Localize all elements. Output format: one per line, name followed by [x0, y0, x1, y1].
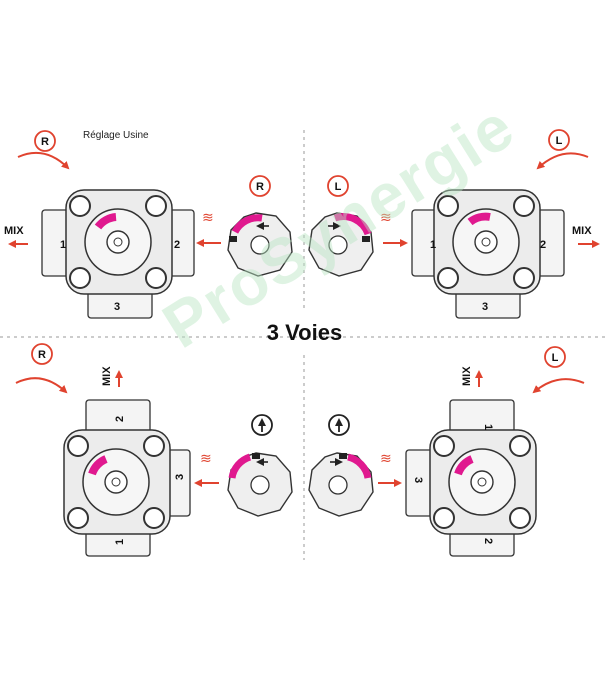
valve-bottom-right: 1 3 2: [405, 399, 537, 557]
knob-top-left: [227, 212, 293, 277]
svg-text:1: 1: [430, 239, 436, 251]
mix-label: MIX: [4, 225, 24, 237]
svg-text:1: 1: [60, 239, 66, 251]
valve-top-right: 1 2 3: [411, 189, 565, 319]
curved-arrow-right-icon: [17, 151, 70, 170]
curved-arrow-left-icon: [536, 152, 589, 170]
svg-text:3: 3: [482, 301, 488, 313]
page-title: 3 Voies: [266, 320, 343, 345]
svg-text:1: 1: [114, 539, 126, 545]
mix-label: MIX: [461, 366, 473, 386]
heat-waves-icon: ≋: [380, 450, 392, 466]
svg-text:3: 3: [114, 301, 120, 313]
knob-bottom-left: [227, 452, 293, 517]
mix-label: MIX: [572, 225, 592, 237]
rotation-label: R: [256, 181, 264, 193]
knob-bottom-right: [308, 452, 374, 517]
rotation-label: L: [335, 181, 342, 193]
svg-text:2: 2: [540, 239, 546, 251]
svg-text:3: 3: [412, 477, 424, 483]
arrow-up-icon: [328, 414, 350, 436]
svg-text:1: 1: [482, 424, 494, 430]
svg-text:2: 2: [482, 538, 494, 544]
rotation-badge-l-bottom-right: L: [532, 346, 585, 394]
rotation-badge-l-top-right: L: [536, 129, 589, 170]
heat-waves-icon: ≋: [200, 450, 212, 466]
rotation-label: R: [41, 136, 49, 148]
rotation-badge-l-knob: L: [327, 175, 349, 197]
rotation-label: L: [556, 135, 563, 147]
mix-label: MIX: [101, 366, 113, 386]
knob-top-right: [308, 212, 374, 277]
valve-top-left: 1 2 3: [41, 189, 195, 319]
heat-waves-icon: ≋: [380, 209, 392, 225]
svg-text:2: 2: [114, 416, 126, 422]
svg-text:2: 2: [174, 239, 180, 251]
rotation-label: L: [552, 352, 559, 364]
curved-arrow-right-icon: [15, 377, 68, 394]
rotation-badge-r-top-left: R: [17, 130, 70, 170]
valve-bottom-left: 2 3 1: [63, 399, 191, 557]
heat-waves-icon: ≋: [202, 209, 214, 225]
rotation-badge-r-bottom-left: R: [15, 343, 68, 394]
arrow-up-icon: [251, 414, 273, 436]
curved-arrow-left-icon: [532, 378, 585, 394]
svg-text:3: 3: [174, 474, 186, 480]
factory-setting-label: Réglage Usine: [83, 130, 149, 141]
rotation-badge-r-knob: R: [249, 175, 271, 197]
rotation-label: R: [38, 349, 46, 361]
